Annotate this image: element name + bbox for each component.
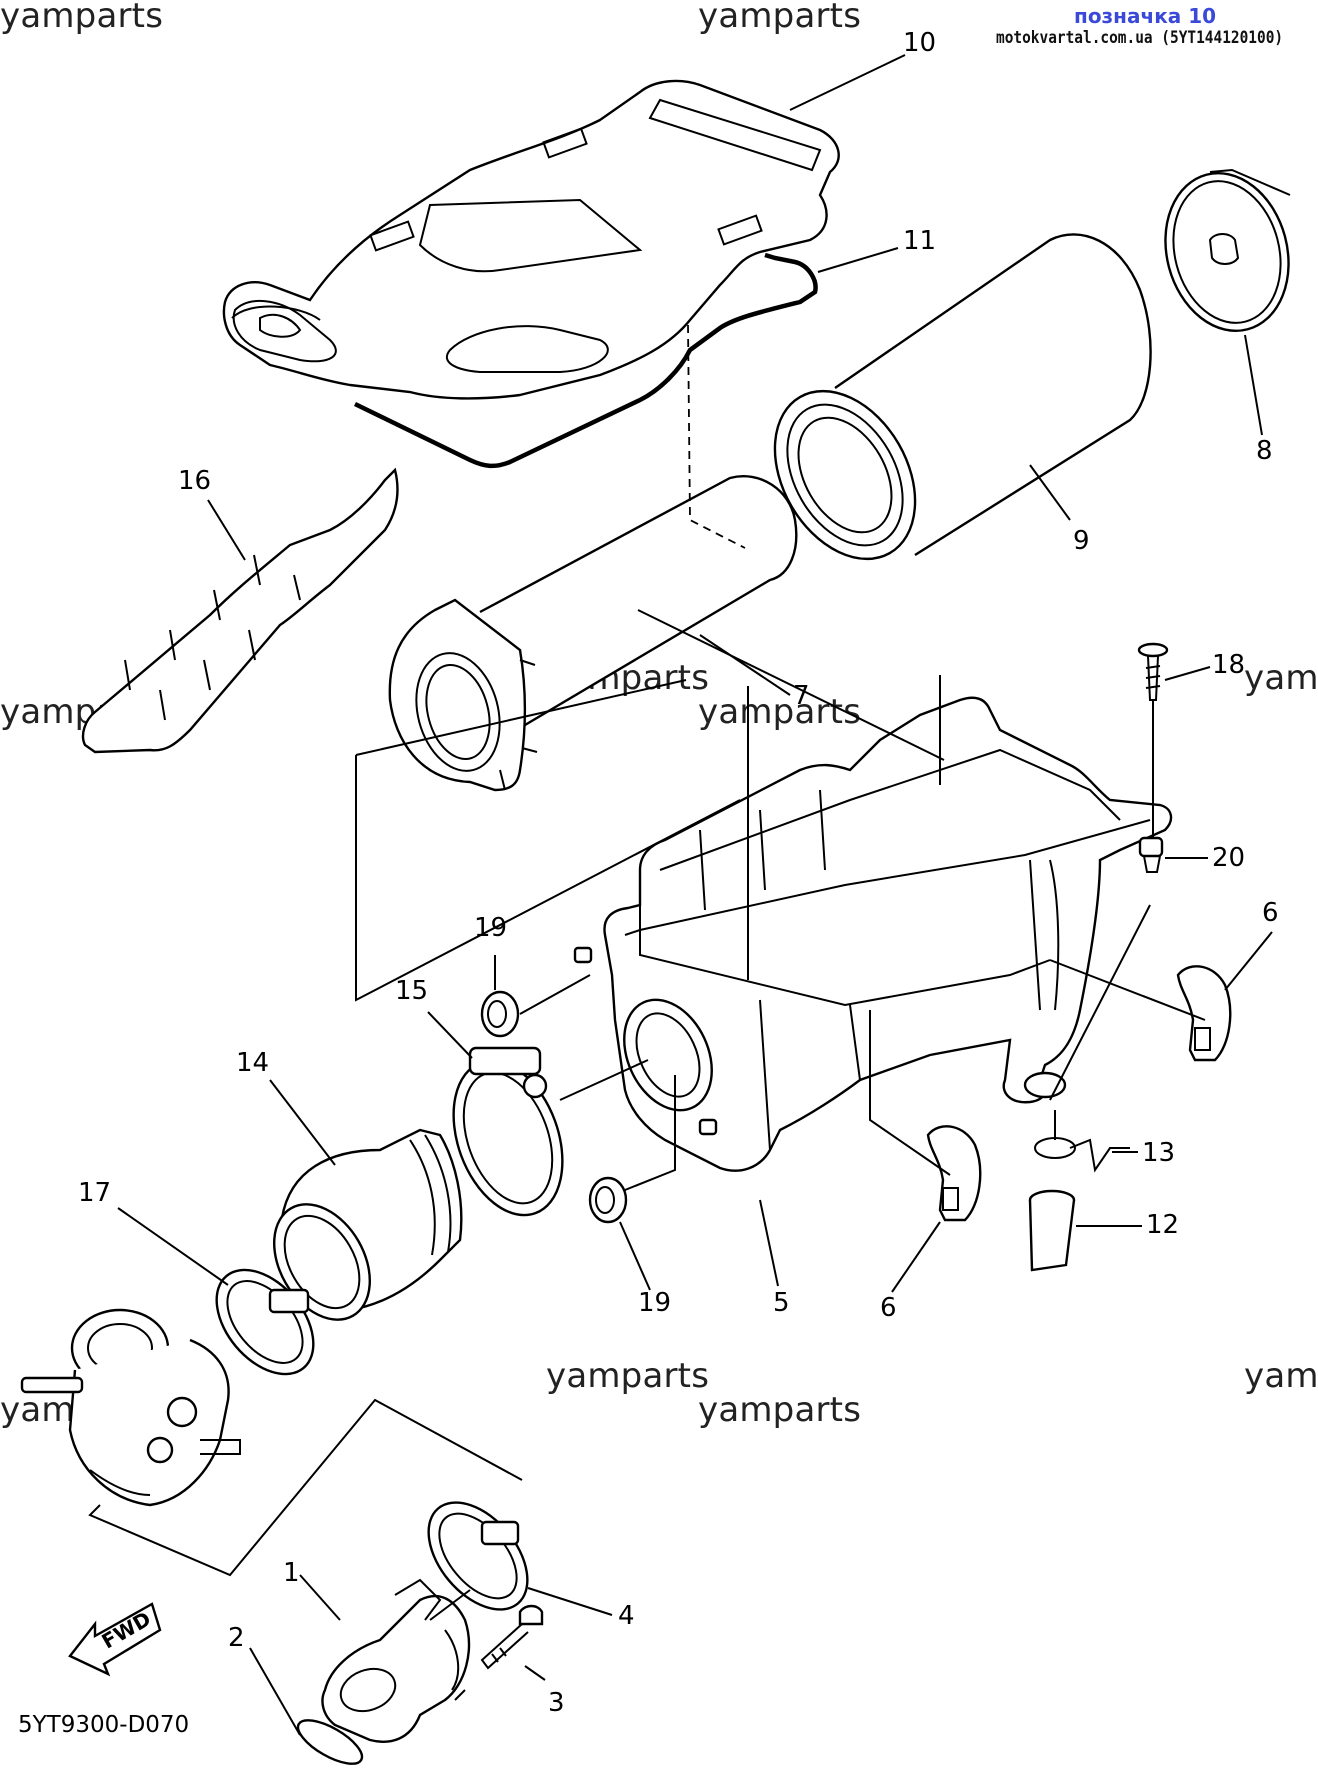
assembly-line xyxy=(519,974,676,1191)
callout-5: 5 xyxy=(773,1288,790,1318)
callout-6: 6 xyxy=(1262,898,1279,928)
leader-line xyxy=(299,1574,341,1621)
heat-shield xyxy=(81,467,399,754)
callout-11: 11 xyxy=(903,226,937,256)
bolt xyxy=(480,1604,544,1670)
leader-line xyxy=(524,1665,546,1681)
callout-16: 16 xyxy=(178,466,212,496)
intake-joint xyxy=(273,1128,463,1321)
callout-10: 10 xyxy=(903,28,937,58)
grommet-nut xyxy=(1138,836,1164,873)
assembly-line xyxy=(559,1059,649,1101)
grommet xyxy=(480,990,520,1038)
watermark: yamparts xyxy=(546,1356,710,1396)
watermark: yamparts xyxy=(698,0,862,36)
air-box-cap xyxy=(222,79,840,400)
header-title: позначка 10 xyxy=(1074,4,1217,28)
leader-line xyxy=(527,1587,613,1616)
manifold-clamp xyxy=(427,1501,529,1611)
watermark-partial: yam xyxy=(1244,658,1318,698)
clamp-clip xyxy=(1176,965,1232,1062)
screw xyxy=(1137,642,1169,701)
leader-line xyxy=(789,54,906,111)
callout-20: 20 xyxy=(1212,843,1246,873)
callout-12: 12 xyxy=(1146,1210,1180,1240)
cap-gasket xyxy=(354,252,818,469)
leader-line xyxy=(1029,464,1071,521)
carburetor xyxy=(20,1308,241,1507)
assembly-line xyxy=(869,1010,951,1176)
callout-1: 1 xyxy=(283,1558,300,1588)
callout-19: 19 xyxy=(474,913,508,943)
callout-15: 15 xyxy=(395,976,429,1006)
clamp-clip xyxy=(926,1125,982,1222)
callout-4: 4 xyxy=(618,1601,635,1631)
leader-line xyxy=(1164,666,1211,681)
callout-9: 9 xyxy=(1073,526,1090,556)
assembly-line xyxy=(355,679,741,1002)
callout-19: 19 xyxy=(638,1288,672,1318)
hose-clamp xyxy=(452,1046,564,1217)
callout-7: 7 xyxy=(793,681,810,711)
leader-line xyxy=(1244,334,1263,436)
carb-clamp xyxy=(215,1268,315,1376)
assembly-line xyxy=(88,1398,523,1577)
assembly-line xyxy=(637,609,945,761)
callout-2: 2 xyxy=(228,1623,245,1653)
leader-line xyxy=(759,1199,779,1287)
callout-6: 6 xyxy=(880,1293,897,1323)
drain-hose xyxy=(1028,1189,1076,1272)
leader-line xyxy=(817,247,899,273)
air-filter-inner xyxy=(388,475,798,792)
assembly-line xyxy=(429,1589,471,1701)
diagram-code: 5YT9300-D070 xyxy=(18,1712,190,1738)
watermark: yamparts xyxy=(698,1390,862,1430)
leader-line xyxy=(117,1207,229,1286)
header-source: motokvartal.com.ua (5YT144120100) xyxy=(996,28,1284,48)
watermark-partial: yam xyxy=(1244,1356,1318,1396)
callout-14: 14 xyxy=(236,1048,270,1078)
watermark: yamparts xyxy=(698,692,862,732)
callout-18: 18 xyxy=(1212,650,1246,680)
leader-line xyxy=(427,1011,473,1059)
leader-line xyxy=(249,1647,301,1736)
spring-clip xyxy=(1034,1137,1130,1173)
leader-line xyxy=(891,1221,941,1293)
leader-line xyxy=(1224,931,1273,991)
callout-17: 17 xyxy=(78,1178,112,1208)
air-filter-outer xyxy=(773,233,1152,561)
leader-line xyxy=(269,1079,336,1166)
watermark: yamparts xyxy=(0,0,164,36)
o-ring xyxy=(296,1719,364,1765)
callout-13: 13 xyxy=(1142,1138,1176,1168)
intake-manifold xyxy=(321,1578,471,1743)
callout-3: 3 xyxy=(548,1688,565,1718)
grommet xyxy=(588,1176,628,1224)
leader-line xyxy=(207,499,246,561)
callout-8: 8 xyxy=(1256,436,1273,466)
leader-line xyxy=(699,634,791,696)
filter-end-cap xyxy=(1164,168,1291,333)
assembly-line xyxy=(1049,904,1206,1101)
air-box xyxy=(573,696,1173,1172)
leader-line xyxy=(619,1221,651,1291)
fwd-arrow xyxy=(68,1602,162,1677)
